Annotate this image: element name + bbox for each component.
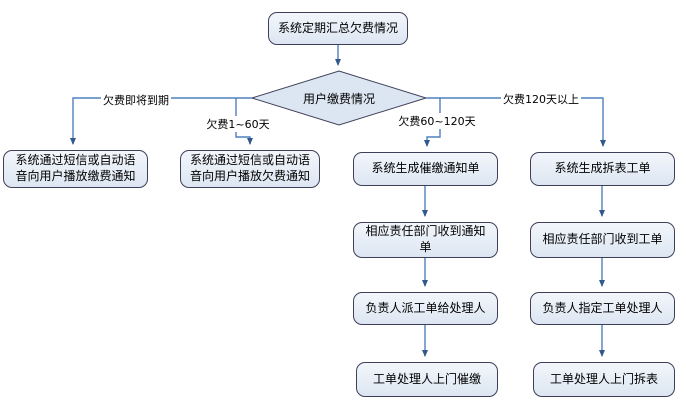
- node-dept-receives-notice: 相应责任部门收到通知单: [353, 222, 498, 258]
- decision-payment-status: 用户缴费情况: [302, 91, 375, 106]
- branch-label-60-120-days: 欠费60~120天: [396, 113, 478, 129]
- branch-label-1-60-days: 欠费1~60天: [204, 116, 272, 132]
- node-door-to-door-collection: 工单处理人上门催缴: [356, 362, 498, 397]
- branch-label-due-soon: 欠费即将到期: [101, 92, 171, 108]
- node-sms-arrears-notice: 系统通过短信或自动语音向用户播放欠费通知: [180, 150, 320, 188]
- node-door-to-door-meter-removal: 工单处理人上门拆表: [533, 362, 675, 397]
- node-dept-receives-order: 相应责任部门收到工单: [530, 222, 675, 258]
- node-designate-order-handler: 负责人指定工单处理人: [530, 292, 675, 325]
- node-summarize-arrears: 系统定期汇总欠费情况: [268, 12, 408, 45]
- node-generate-meter-removal-order: 系统生成拆表工单: [530, 152, 675, 186]
- node-dispatch-order-to-handler: 负责人派工单给处理人: [353, 292, 498, 325]
- node-generate-collection-notice: 系统生成催缴通知单: [353, 152, 498, 186]
- node-sms-payment-notice: 系统通过短信或自动语音向用户播放缴费通知: [3, 150, 148, 188]
- branch-label-over-120-days: 欠费120天以上: [501, 91, 581, 107]
